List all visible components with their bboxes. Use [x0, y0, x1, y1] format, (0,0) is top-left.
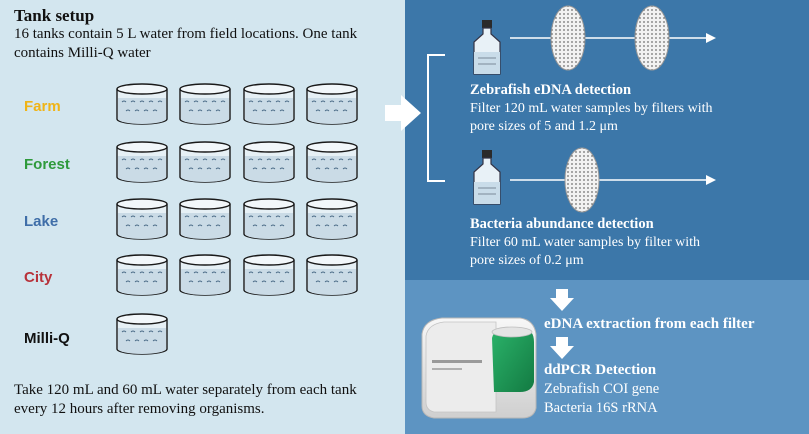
tank-icon: [116, 313, 168, 355]
tank-setup-description-line2: contains Milli-Q water: [14, 45, 151, 61]
tank-icon: [179, 254, 231, 296]
tank-icon: [116, 141, 168, 183]
row-label-lake: Lake: [24, 213, 59, 230]
tank-setup-description-line1: 16 tanks contain 5 L water from field lo…: [14, 26, 358, 42]
filter-arrow-bacteria: [510, 147, 716, 213]
tank-grid: [116, 83, 358, 355]
filtration-panel: [405, 0, 809, 280]
ddpcr-line2: Bacteria 16S rRNA: [544, 400, 658, 416]
row-label-city: City: [24, 269, 53, 286]
sample-bottle-icon-bacteria: [473, 150, 501, 205]
tank-icon: [116, 83, 168, 125]
tank-setup-title: Tank setup: [14, 6, 95, 25]
tank-icon: [116, 198, 168, 240]
tank-icon: [306, 254, 358, 296]
bacteria-title: Bacteria abundance detection: [470, 216, 654, 232]
tank-icon: [179, 198, 231, 240]
down-arrow-icon-1: [550, 289, 574, 311]
zebrafish-line2: pore sizes of 5 and 1.2 μm: [470, 119, 618, 134]
tank-icon: [243, 198, 295, 240]
tank-icon: [243, 254, 295, 296]
tank-icon: [306, 141, 358, 183]
ddpcr-device-icon: [421, 317, 537, 419]
ddpcr-title: ddPCR Detection: [544, 362, 657, 378]
extraction-title: eDNA extraction from each filter: [544, 316, 755, 332]
tank-icon: [243, 83, 295, 125]
bacteria-line2: pore sizes of 0.2 μm: [470, 253, 584, 268]
zebrafish-line1: Filter 120 mL water samples by filters w…: [470, 101, 713, 116]
row-label-forest: Forest: [24, 156, 70, 173]
ddpcr-line1: Zebrafish COI gene: [544, 381, 660, 397]
zebrafish-title: Zebrafish eDNA detection: [470, 82, 632, 98]
tank-icon: [116, 254, 168, 296]
row-label-farm: Farm: [24, 98, 61, 115]
sample-bottle-icon-zebrafish: [473, 20, 501, 75]
tank-icon: [243, 141, 295, 183]
right-arrow-icon: [385, 95, 421, 131]
tank-icon: [306, 83, 358, 125]
down-arrow-icon-2: [550, 337, 574, 359]
branch-bracket: [427, 54, 445, 182]
tank-icon: [179, 83, 231, 125]
row-label-milli-q: Milli-Q: [24, 330, 70, 347]
tank-icon: [306, 198, 358, 240]
sampling-line1: Take 120 mL and 60 mL water separately f…: [14, 382, 357, 398]
sampling-line2: every 12 hours after removing organisms.: [14, 401, 265, 417]
tank-icon: [179, 141, 231, 183]
bacteria-line1: Filter 60 mL water samples by filter wit…: [470, 235, 701, 250]
filter-arrow-zebrafish: [510, 5, 716, 71]
